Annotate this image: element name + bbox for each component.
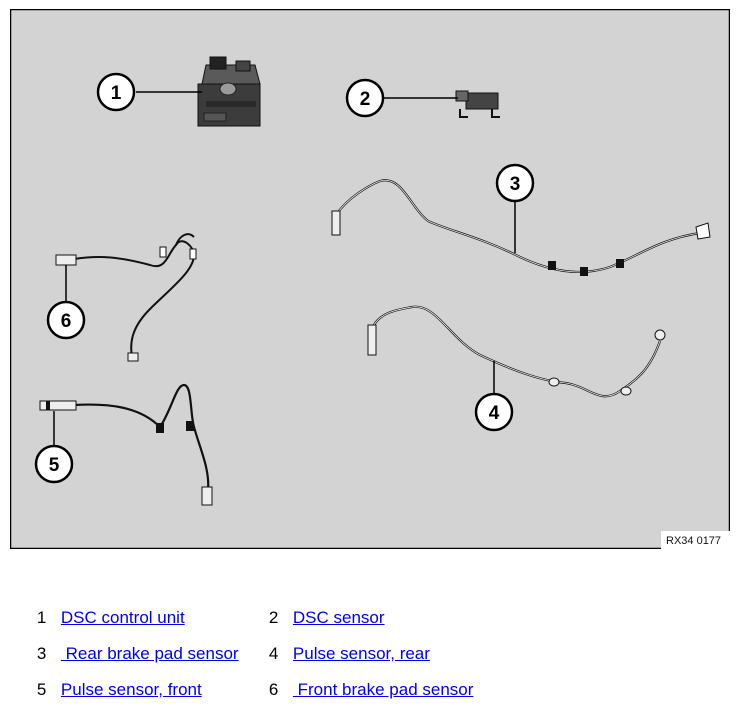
- diagram-canvas: 1 2 3 4 5 6 RX34 0177: [10, 9, 730, 549]
- callout-5-label: 5: [49, 455, 60, 476]
- callout-4-label: 4: [489, 403, 500, 424]
- callout-3-label: 3: [510, 174, 521, 195]
- callout-2-label: 2: [360, 89, 371, 110]
- callout-4: 4: [474, 361, 514, 432]
- dsc-sensor-drawing: [455, 90, 500, 118]
- figure-code: RX34 0177: [666, 535, 721, 547]
- callout-1: 1: [96, 72, 202, 112]
- legend-item: 3 Rear brake pad sensor: [18, 624, 239, 663]
- rear-brake-pad-sensor-drawing: [331, 179, 711, 276]
- dsc-control-unit-drawing: [197, 56, 261, 127]
- callout-6: 6: [46, 265, 86, 340]
- link-pulse-sensor-rear[interactable]: Pulse sensor, rear: [292, 644, 430, 663]
- pulse-sensor-rear-drawing: [367, 305, 666, 398]
- legend-number: 4: [268, 644, 279, 663]
- front-brake-pad-sensor-drawing: [55, 233, 197, 362]
- callout-5: 5: [34, 411, 74, 484]
- link-rear-brake-pad-sensor[interactable]: Rear brake pad sensor: [60, 644, 239, 663]
- legend-item: 2 DSC sensor: [250, 588, 385, 627]
- legend-number: 5: [36, 680, 47, 699]
- legend-item: 1 DSC control unit: [18, 588, 185, 627]
- figure-code-box: [661, 531, 730, 549]
- legend-item: 6 Front brake pad sensor: [250, 660, 473, 699]
- link-dsc-sensor[interactable]: DSC sensor: [292, 608, 385, 627]
- legend-number: 6: [268, 680, 279, 699]
- link-dsc-control-unit[interactable]: DSC control unit: [60, 608, 185, 627]
- parts-diagram: 1 2 3 4 5 6 RX34 0177: [10, 9, 730, 549]
- pulse-sensor-front-drawing: [39, 383, 213, 506]
- legend-number: 3: [36, 644, 47, 663]
- legend-number: 1: [36, 608, 47, 627]
- legend-number: 2: [268, 608, 279, 627]
- callout-2: 2: [345, 78, 458, 118]
- callout-1-label: 1: [111, 83, 122, 104]
- callout-6-label: 6: [61, 311, 72, 332]
- callout-3: 3: [495, 163, 535, 253]
- legend-item: 4 Pulse sensor, rear: [250, 624, 430, 663]
